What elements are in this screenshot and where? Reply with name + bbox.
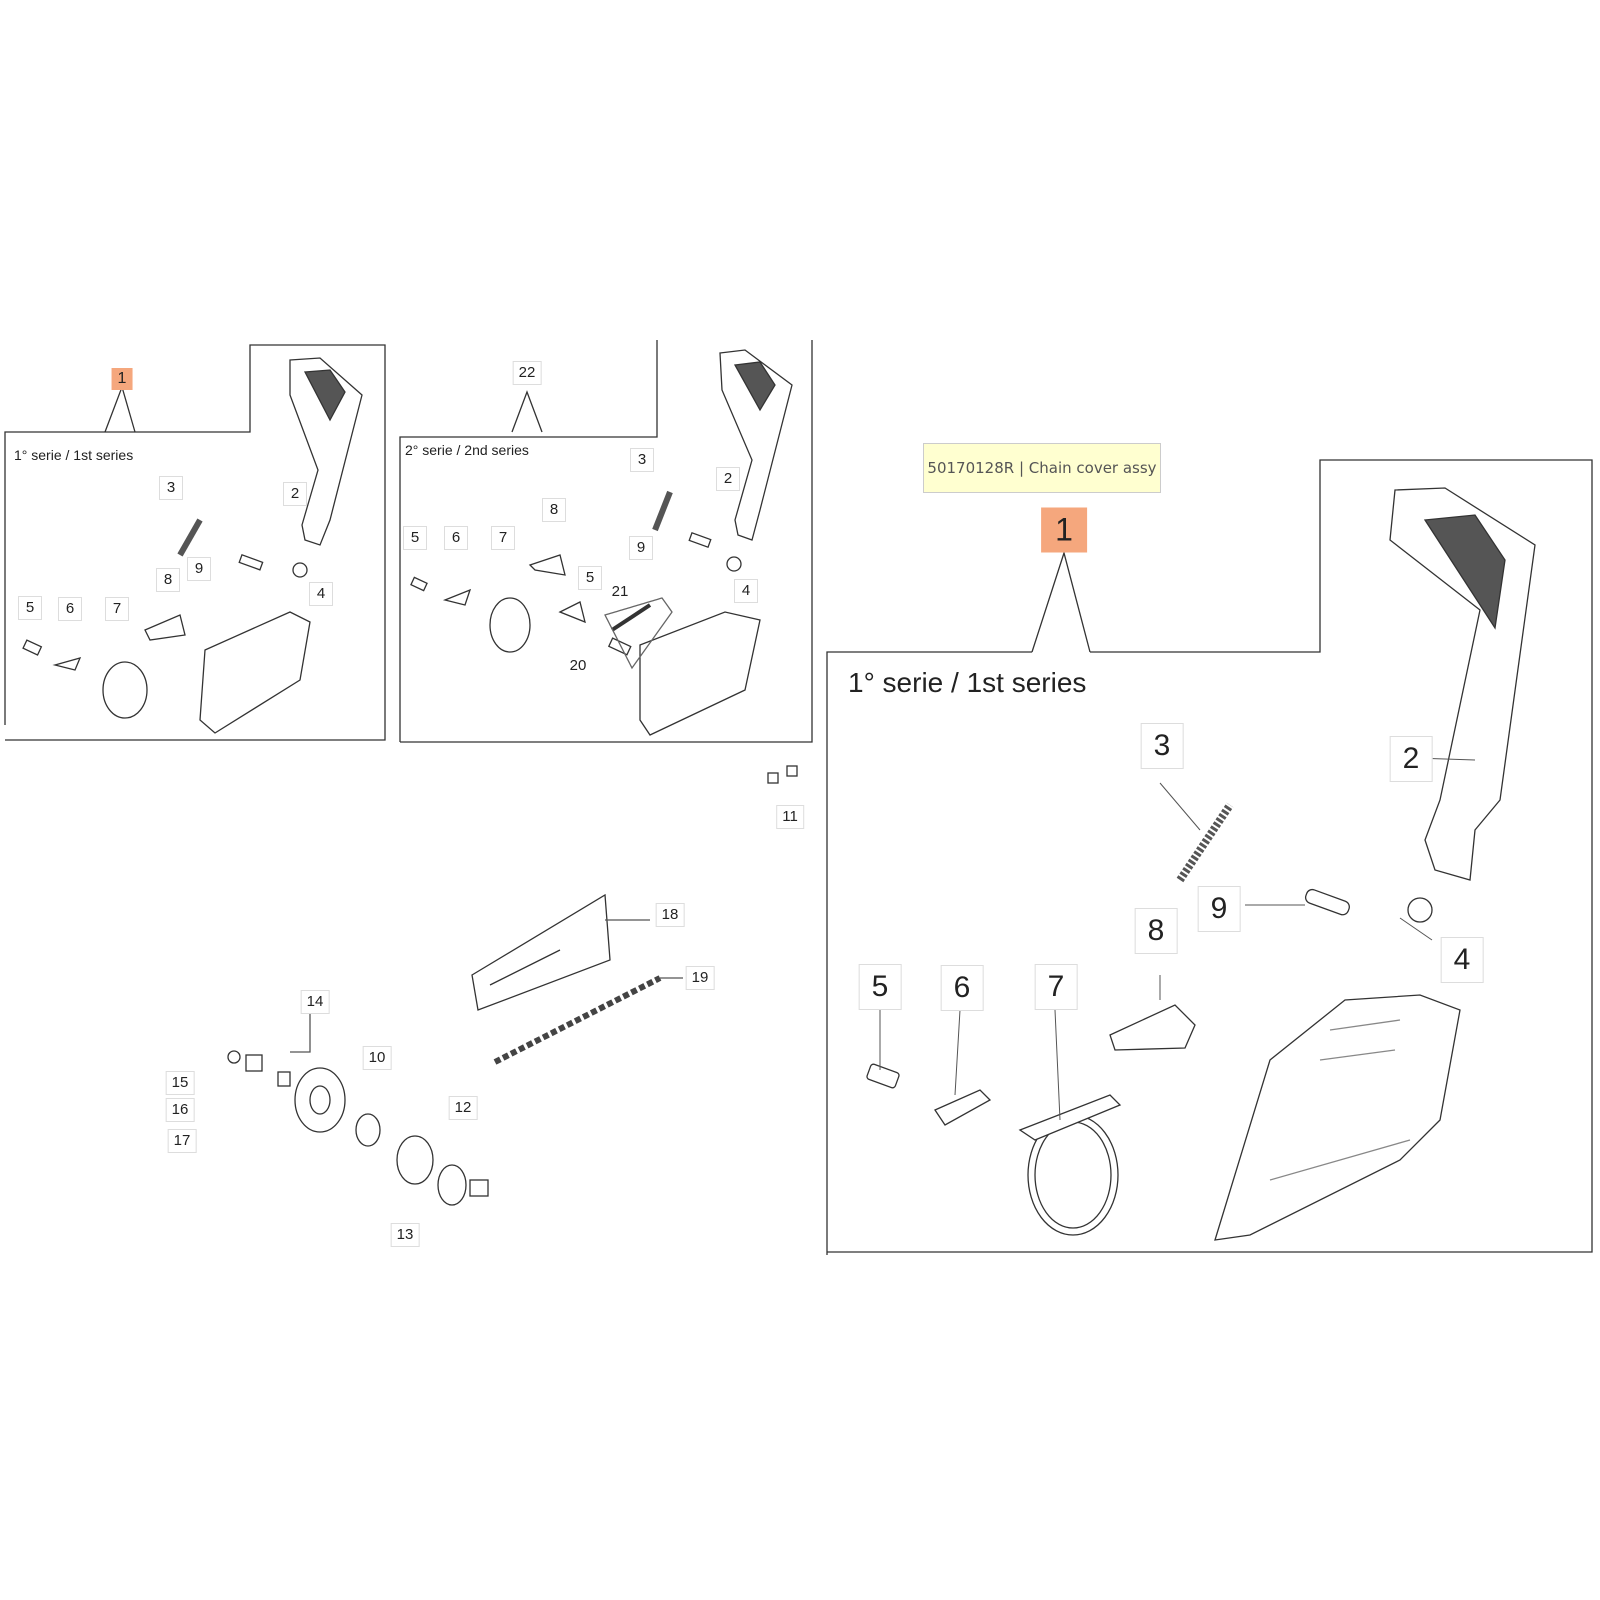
part-label[interactable]: 3 bbox=[630, 448, 654, 472]
part-label[interactable]: 17 bbox=[167, 1129, 197, 1153]
series1-callout-highlighted[interactable]: 1 bbox=[111, 368, 133, 390]
part-label[interactable]: 20 bbox=[563, 654, 593, 678]
part-label[interactable]: 7 bbox=[1034, 964, 1078, 1010]
part-label[interactable]: 2 bbox=[283, 482, 307, 506]
zoom-frame bbox=[826, 459, 1593, 1255]
series1-frame bbox=[4, 344, 386, 741]
part-label[interactable]: 9 bbox=[187, 557, 211, 581]
part-label[interactable]: 2 bbox=[1389, 736, 1433, 782]
part-label[interactable]: 15 bbox=[165, 1071, 195, 1095]
part-label[interactable]: 14 bbox=[300, 990, 330, 1014]
series2-title: 2° serie / 2nd series bbox=[405, 442, 529, 458]
part-label[interactable]: 4 bbox=[309, 582, 333, 606]
part-label[interactable]: 3 bbox=[159, 476, 183, 500]
series2-frame bbox=[399, 340, 813, 743]
part-label[interactable]: 9 bbox=[1197, 886, 1241, 932]
part-label[interactable]: 6 bbox=[940, 965, 984, 1011]
part-label[interactable]: 8 bbox=[1134, 908, 1178, 954]
part-label[interactable]: 8 bbox=[542, 498, 566, 522]
part-label[interactable]: 13 bbox=[390, 1223, 420, 1247]
part-label[interactable]: 5 bbox=[403, 526, 427, 550]
part-label[interactable]: 4 bbox=[1440, 937, 1484, 983]
leader-lines bbox=[879, 757, 1476, 1121]
part-label[interactable]: 21 bbox=[605, 580, 635, 604]
part-tooltip: 50170128R | Chain cover assy bbox=[923, 443, 1161, 493]
part-label[interactable]: 7 bbox=[491, 526, 515, 550]
zoomed-callout-highlighted[interactable]: 1 bbox=[1041, 507, 1087, 553]
series1-parts bbox=[22, 357, 363, 734]
part-label[interactable]: 5 bbox=[578, 566, 602, 590]
part-label[interactable]: 8 bbox=[156, 568, 180, 592]
part-label[interactable]: 18 bbox=[655, 903, 685, 927]
series1-bracket bbox=[104, 384, 136, 433]
part-label[interactable]: 5 bbox=[858, 964, 902, 1010]
part-label[interactable]: 3 bbox=[1140, 723, 1184, 769]
zoomed-series-title: 1° serie / 1st series bbox=[848, 667, 1087, 698]
part-label[interactable]: 9 bbox=[629, 536, 653, 560]
zoomed-parts bbox=[866, 487, 1536, 1241]
part-label[interactable]: 6 bbox=[444, 526, 468, 550]
part-label[interactable]: 19 bbox=[685, 966, 715, 990]
series2-bracket bbox=[511, 390, 543, 433]
part-label[interactable]: 5 bbox=[18, 596, 42, 620]
part-label[interactable]: 10 bbox=[362, 1046, 392, 1070]
zoom-bracket bbox=[1031, 550, 1091, 653]
series1-title: 1° serie / 1st series bbox=[14, 447, 134, 463]
part-label[interactable]: 12 bbox=[448, 1096, 478, 1120]
series2-callout[interactable]: 22 bbox=[512, 361, 542, 385]
tooltip-text: 50170128R | Chain cover assy bbox=[927, 459, 1157, 477]
part-label[interactable]: 7 bbox=[105, 597, 129, 621]
part-label[interactable]: 11 bbox=[776, 805, 804, 829]
part-label[interactable]: 6 bbox=[58, 597, 82, 621]
part-label[interactable]: 2 bbox=[716, 467, 740, 491]
series2-parts bbox=[410, 349, 793, 736]
lower-parts bbox=[227, 765, 798, 1206]
part-label[interactable]: 4 bbox=[734, 579, 758, 603]
part-label[interactable]: 16 bbox=[165, 1098, 195, 1122]
